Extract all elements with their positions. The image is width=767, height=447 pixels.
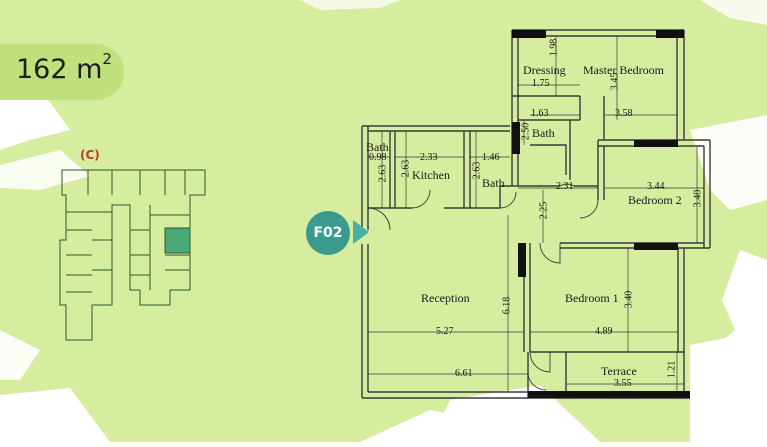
room-terrace: Terrace — [601, 364, 637, 378]
dim-terrace-width: 3.55 — [614, 378, 632, 389]
room-master-bedroom: Master Bedroom — [583, 63, 664, 77]
dim-hall-width: 2.31 — [556, 181, 574, 192]
room-bedroom-1: Bedroom 1 — [565, 291, 619, 305]
dim-reception-height: 6.18 — [501, 296, 513, 315]
dim-kitchen-height: 2.63 — [400, 159, 412, 178]
dim-master-width: 3.58 — [615, 108, 633, 119]
dim-hall-height: 2.25 — [538, 201, 550, 220]
dim-bath-left-width: 0.98 — [369, 152, 387, 163]
room-bath-master: Bath — [532, 126, 555, 140]
dim-reception-width: 5.27 — [436, 326, 454, 337]
dim-dressing-width: 1.75 — [532, 78, 550, 89]
dim-bedroom1-width: 4.89 — [595, 326, 613, 337]
walls — [361, 29, 711, 399]
area-badge — [0, 44, 124, 100]
dim-bath-master-height: 2.50 — [520, 122, 532, 141]
dimension-lines — [368, 36, 704, 392]
room-reception: Reception — [421, 291, 470, 305]
dim-bath-left-height: 2.63 — [377, 164, 389, 183]
room-bath-mid: Bath — [482, 176, 505, 190]
room-dressing: Dressing — [523, 63, 566, 77]
dim-bedroom2-height: 3.40 — [692, 189, 704, 208]
dim-total-width: 6.61 — [455, 368, 473, 379]
dim-master-height: 3.45 — [609, 72, 621, 91]
structural-blocks — [512, 30, 690, 398]
dim-bath-master-width: 1.63 — [531, 108, 549, 119]
dim-bedroom1-height: 3.40 — [623, 290, 635, 309]
key-plan — [59, 169, 206, 341]
block-label: (C) — [80, 148, 100, 162]
dim-bath-mid-width: 1.46 — [482, 152, 500, 163]
door-swings — [367, 183, 599, 391]
room-bedroom-2: Bedroom 2 — [628, 193, 682, 207]
dim-dressing-height: 1.98 — [548, 38, 560, 57]
dim-kitchen-width: 2.33 — [420, 152, 438, 163]
room-kitchen: Kitchen — [412, 168, 450, 182]
dim-bedroom2-width: 3.44 — [647, 181, 665, 192]
unit-area: 162 m2 — [16, 50, 112, 85]
entrance-arrow-icon — [353, 220, 369, 244]
unit-tag[interactable]: F02 — [306, 211, 350, 255]
dim-terrace-height: 1.21 — [666, 360, 678, 379]
dim-bath-mid-height: 2.63 — [471, 161, 483, 180]
room-bath-left: Bath — [366, 140, 389, 154]
unit-highlight — [164, 227, 191, 254]
